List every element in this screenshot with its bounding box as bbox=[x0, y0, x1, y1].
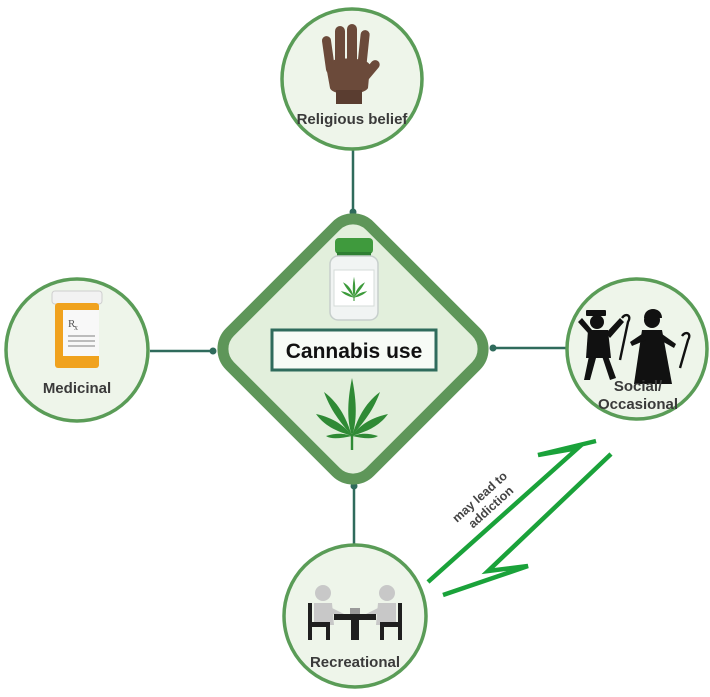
arrow-toward-recreational bbox=[442, 452, 613, 598]
svg-text:x: x bbox=[74, 323, 78, 332]
prescription-bottle-icon: R x bbox=[51, 290, 103, 368]
node-religious-belief: Religious belief bbox=[280, 7, 424, 151]
addiction-arrows bbox=[426, 438, 613, 598]
node-label-recreational: Recreational bbox=[310, 654, 400, 671]
raised-hand-icon bbox=[321, 24, 380, 104]
annotation-may-lead-to-addiction: may lead to addiction bbox=[450, 469, 517, 531]
center-label-box: Cannabis use bbox=[270, 328, 438, 372]
node-label-social-line2: Occasional bbox=[598, 396, 678, 413]
people-at-table-icon bbox=[308, 585, 402, 640]
svg-text:R: R bbox=[68, 318, 76, 330]
node-label-religious-belief: Religious belief bbox=[297, 111, 409, 128]
node-medicinal: R x Medicinal bbox=[4, 277, 150, 423]
dancing-elders-icon bbox=[578, 309, 691, 384]
arrow-toward-social bbox=[426, 438, 597, 584]
node-label-medicinal: Medicinal bbox=[43, 380, 111, 397]
node-social-occasional: Social/ Occasional bbox=[565, 277, 709, 421]
cannabis-leaf-icon bbox=[316, 378, 388, 450]
cannabis-bottle-icon bbox=[329, 238, 379, 321]
node-recreational: Recreational bbox=[282, 543, 428, 689]
center-label: Cannabis use bbox=[286, 340, 423, 363]
node-label-social-line1: Social/ bbox=[614, 378, 663, 395]
